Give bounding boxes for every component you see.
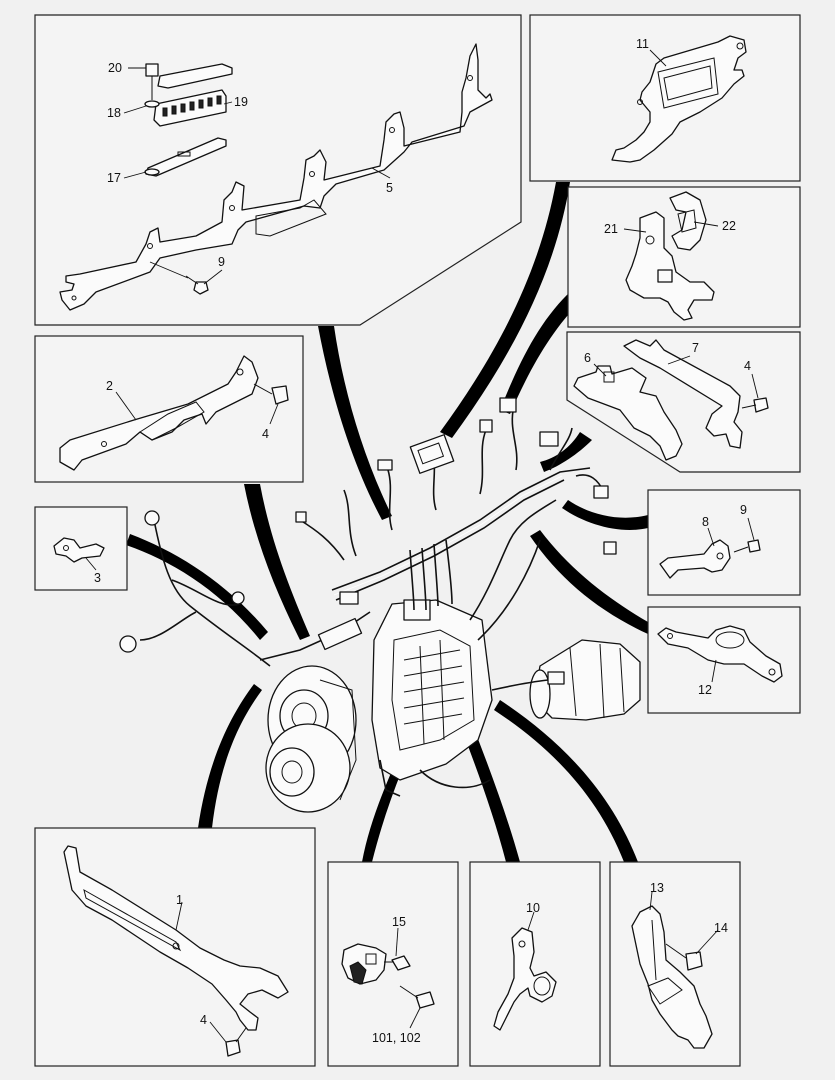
panel-bracket-5: 20 18 19 17 5 9	[34, 14, 522, 326]
callout-19: 19	[234, 95, 248, 109]
panel-bracket-11: 11	[529, 14, 801, 182]
panel-bracket-13: 13 14	[609, 861, 741, 1067]
callout-15: 15	[392, 915, 406, 929]
central-harness-assembly	[119, 397, 641, 813]
callout-7: 7	[692, 341, 699, 355]
callout-101-102: 101, 102	[372, 1031, 421, 1045]
callout-20: 20	[108, 61, 122, 75]
panel-bracket-21-22: 21 22	[567, 186, 801, 328]
callout-21: 21	[604, 222, 618, 236]
panel-bracket-2: 2 4	[34, 335, 304, 483]
panel-bracket-10: 10	[469, 861, 601, 1067]
callout-22: 22	[722, 219, 736, 233]
panel-bracket-6-7: 6 7 4	[566, 331, 801, 473]
panel-clip-3: 3	[34, 506, 128, 591]
callout-14: 14	[714, 921, 728, 935]
panel-part-15: 15 101, 102	[327, 861, 459, 1067]
callout-17: 17	[107, 171, 121, 185]
callout-10: 10	[526, 901, 540, 915]
starter-motor	[491, 639, 641, 721]
callout-9: 9	[218, 255, 225, 269]
callout-8: 8	[702, 515, 709, 529]
callout-4: 4	[200, 1013, 207, 1027]
alternator	[265, 665, 357, 813]
panel-bracket-8: 8 9	[647, 489, 801, 596]
callout-12: 12	[698, 683, 712, 697]
callout-18: 18	[107, 106, 121, 120]
panel-bracket-12: 12	[647, 606, 801, 714]
callout-11: 11	[636, 37, 649, 51]
panel-bracket-1: 1 4	[34, 827, 316, 1067]
callout-5: 5	[386, 181, 393, 195]
callout-2: 2	[106, 379, 113, 393]
callout-13: 13	[650, 881, 664, 895]
callout-9: 9	[740, 503, 747, 517]
callout-6: 6	[584, 351, 591, 365]
callout-3: 3	[94, 571, 101, 585]
callout-4: 4	[744, 359, 751, 373]
callout-4: 4	[262, 427, 269, 441]
callout-1: 1	[176, 893, 183, 907]
